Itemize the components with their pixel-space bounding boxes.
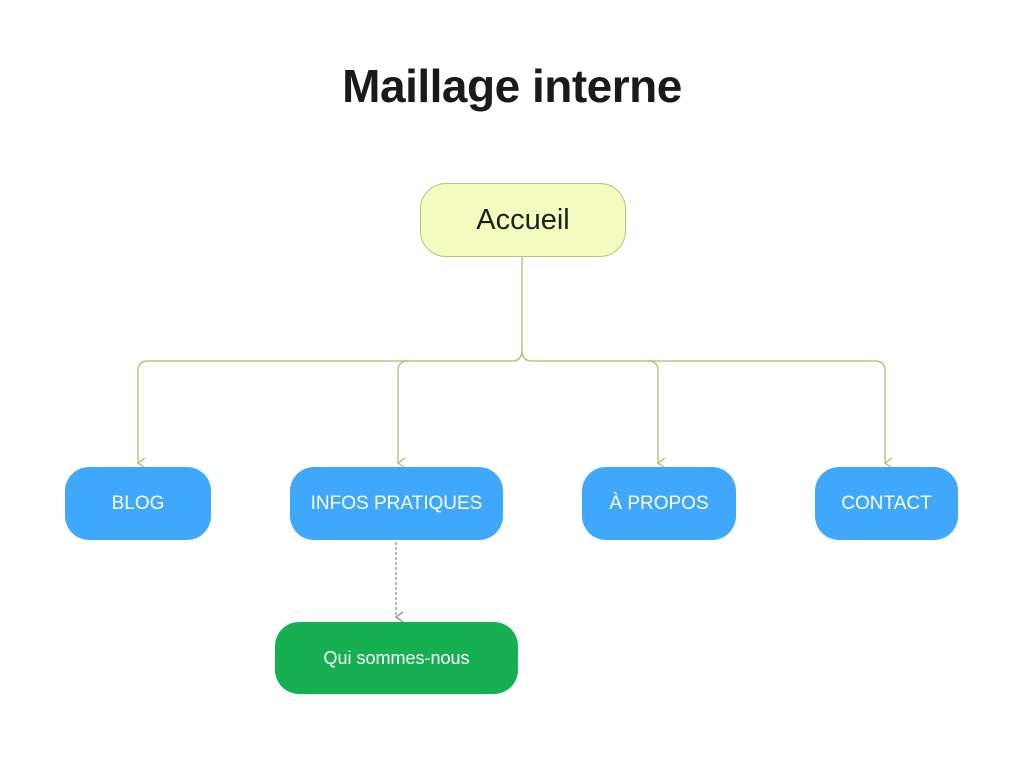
connector-trunk-right <box>521 349 533 362</box>
node-a-propos[interactable]: À PROPOS <box>582 467 736 540</box>
node-infos-pratiques-label: INFOS PRATIQUES <box>310 492 483 514</box>
node-blog[interactable]: BLOG <box>65 467 211 540</box>
node-a-propos-label: À PROPOS <box>609 492 709 514</box>
node-qui-sommes-nous[interactable]: Qui sommes-nous <box>275 622 518 694</box>
node-qui-sommes-nous-label: Qui sommes-nous <box>323 647 470 668</box>
connector-trunk <box>511 257 523 362</box>
node-accueil-label: Accueil <box>476 203 570 236</box>
node-blog-label: BLOG <box>111 492 165 514</box>
node-accueil[interactable]: Accueil <box>420 183 626 257</box>
connector-to-blog <box>136 360 149 469</box>
diagram-title: Maillage interne <box>342 60 682 112</box>
node-infos-pratiques[interactable]: INFOS PRATIQUES <box>290 467 503 540</box>
connector-to-infos <box>396 360 409 469</box>
connector-to-propos <box>647 360 666 469</box>
connector-to-contact <box>874 360 893 469</box>
node-contact[interactable]: CONTACT <box>815 467 958 540</box>
node-contact-label: CONTACT <box>841 492 932 514</box>
